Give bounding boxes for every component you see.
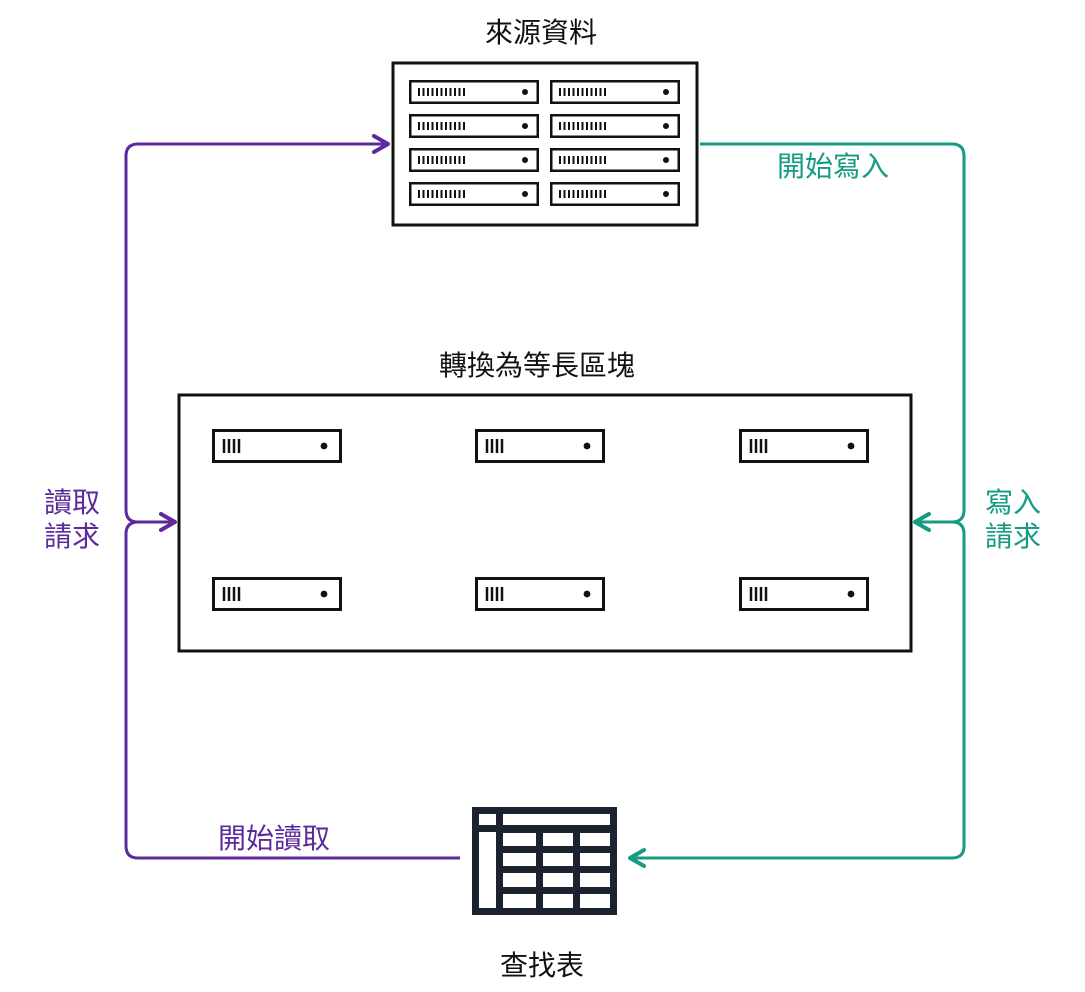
start-read-label: 開始讀取: [218, 822, 331, 855]
write-request-label-line1: 寫入: [985, 486, 1042, 519]
read-request-label-line1: 讀取: [44, 486, 101, 519]
start-write-label: 開始寫入: [777, 150, 890, 183]
blocks-title: 轉換為等長區塊: [439, 349, 636, 382]
write-request-label-line2: 請求: [985, 520, 1042, 553]
storage-drive-icon: [212, 429, 342, 463]
read-request-label: 讀取 請求: [44, 486, 100, 554]
lookup-table-title: 查找表: [500, 949, 585, 982]
blocks-container: [177, 393, 913, 653]
read-request-line: [124, 134, 390, 524]
lookup-table-icon: [472, 807, 617, 915]
read-request-label-line2: 請求: [44, 520, 101, 553]
storage-drive-icon: [739, 577, 869, 611]
source-data-title: 來源資料: [485, 16, 598, 49]
write-request-line: [628, 520, 966, 868]
storage-drive-icon: [475, 577, 605, 611]
storage-drive-icon: [739, 429, 869, 463]
write-request-label: 寫入 請求: [985, 486, 1041, 554]
storage-drive-icon: [212, 577, 342, 611]
storage-drive-icon: [475, 429, 605, 463]
source-server-rack-icon: [391, 61, 699, 227]
